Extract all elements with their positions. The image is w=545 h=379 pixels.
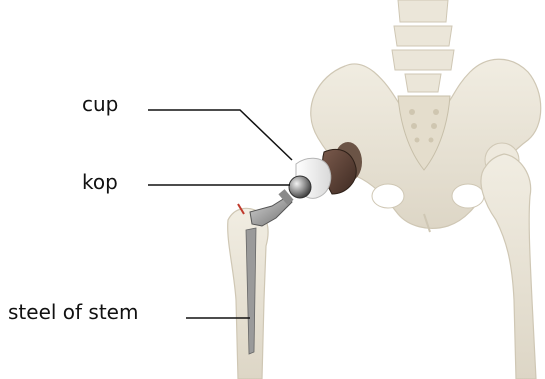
stem-label: steel of stem (8, 302, 138, 322)
femoral-head (289, 176, 311, 198)
cup-label: cup (82, 94, 118, 114)
cup-leader-line (148, 110, 292, 160)
femoral-stem (246, 189, 294, 354)
right-femur (481, 143, 536, 379)
spine (392, 0, 454, 92)
kop-label: kop (82, 172, 118, 192)
